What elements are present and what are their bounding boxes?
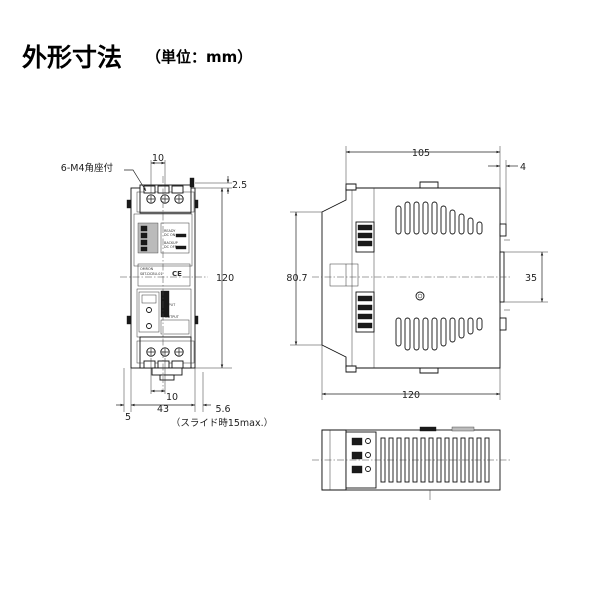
svg-text:BACKUP: BACKUP	[164, 241, 178, 245]
vent-slots-upper	[395, 201, 483, 235]
svg-text:S8T-DCBU-01: S8T-DCBU-01	[140, 272, 163, 276]
svg-text:OMRON: OMRON	[140, 267, 154, 271]
rail-width-label: 35	[525, 273, 537, 284]
side-depth-label: 105	[412, 148, 430, 159]
top-offset-label: 2.5	[232, 180, 247, 191]
front-height-label: 120	[216, 273, 234, 284]
mounting-hole	[415, 291, 425, 301]
bottom-pitch-label: 10	[166, 392, 178, 403]
vent-slots-lower	[395, 317, 483, 351]
slide-note-label: （スライド時15max.）	[171, 417, 273, 429]
svg-text:READY: READY	[164, 229, 176, 233]
svg-text:DC ON: DC ON	[164, 233, 176, 237]
side-total-label: 120	[402, 390, 420, 401]
left-offset-label: 5	[125, 412, 131, 423]
svg-text:OUTPUT: OUTPUT	[165, 315, 180, 319]
terminal-note-label: 6-M4角座付	[61, 162, 114, 174]
top-view-terminals	[351, 437, 371, 474]
din-hook	[151, 367, 183, 376]
top-pitch-label: 10	[152, 153, 164, 164]
top-view	[312, 426, 512, 500]
front-view: READY DC ON BACKUP DC OFF OMRON S8T-DCBU…	[61, 153, 273, 429]
page-title: 外形寸法	[22, 43, 123, 72]
side-terminals	[355, 221, 375, 333]
front-width-label: 43	[157, 404, 169, 415]
bottom-terminal-screws	[143, 347, 184, 369]
top-terminal-screws	[143, 177, 195, 204]
svg-text:CE: CE	[172, 270, 182, 278]
svg-text:DC OFF: DC OFF	[164, 245, 177, 249]
svg-text:INPUT: INPUT	[165, 303, 176, 307]
side-right-label: 4	[520, 162, 526, 173]
side-height-label: 80.7	[286, 273, 307, 284]
unit-label: （単位：mm）	[146, 48, 253, 66]
slide-dim-label: 5.6	[215, 404, 230, 415]
side-view: 105 4 80.7 35 120	[286, 146, 548, 401]
side-body	[321, 187, 501, 369]
